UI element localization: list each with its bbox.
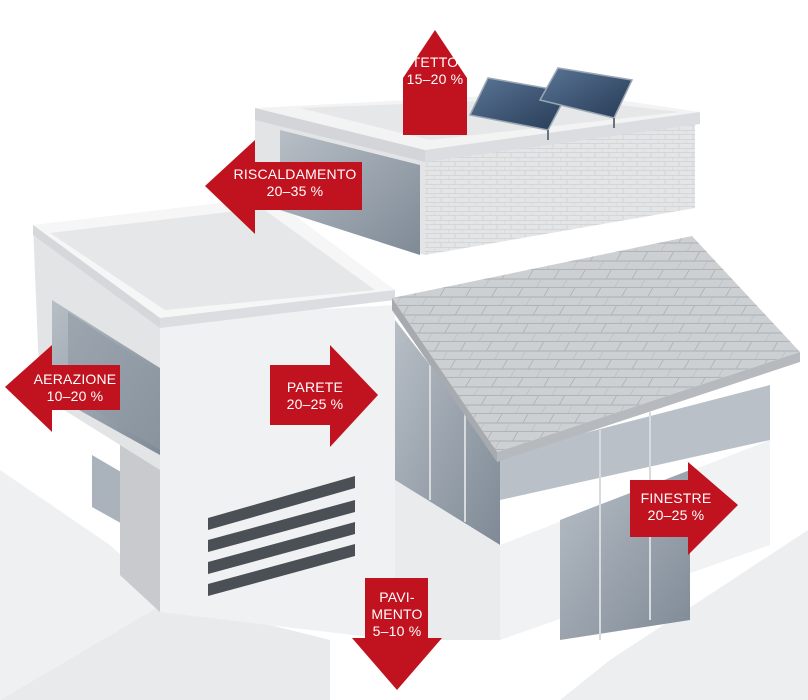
conservatory [392, 236, 800, 640]
upper-storey [255, 92, 700, 255]
arrow-finestre [630, 462, 738, 555]
arrow-aerazione [5, 345, 120, 432]
arrow-tetto [403, 30, 467, 135]
arrow-aerazione-shape [5, 345, 120, 432]
main-building [33, 197, 395, 640]
arrow-riscaldamento [205, 140, 362, 234]
arrow-pavimento [352, 578, 442, 690]
solar-panels [468, 67, 634, 140]
arrow-parete-shape [270, 345, 378, 447]
arrow-pavimento-shape [352, 578, 442, 690]
arrow-parete [270, 345, 378, 447]
arrow-riscaldamento-shape [205, 140, 362, 234]
arrow-finestre-shape [630, 462, 738, 555]
arrow-tetto-shape [403, 30, 467, 135]
